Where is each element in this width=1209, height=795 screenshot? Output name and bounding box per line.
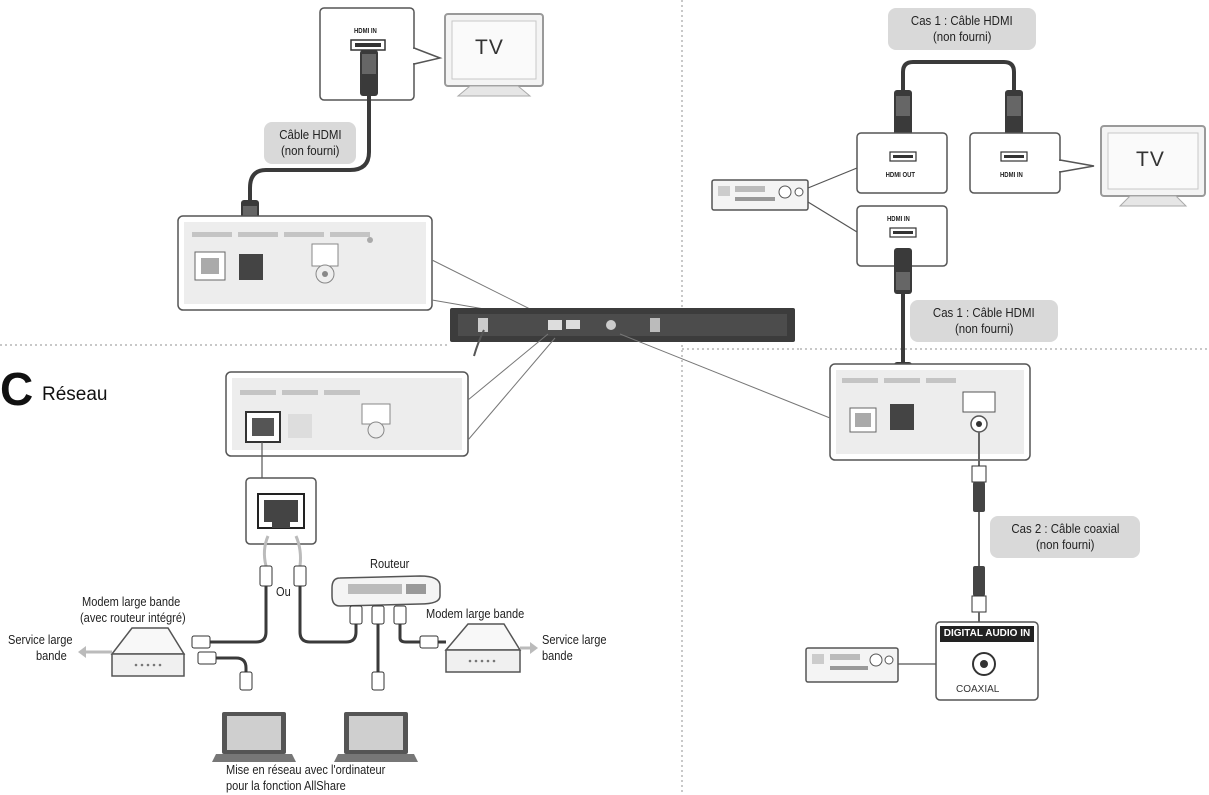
label-service-left-line2: bande [36,648,67,663]
zoom-leader-e [467,337,556,441]
section-letter: C [0,363,34,415]
laptop-left-icon [212,712,296,762]
hdmi-in-tv-callout [969,132,1095,194]
port-label-digital-audio-in: DIGITAL AUDIO IN [940,626,1034,642]
laptop-right-icon [334,712,418,762]
rj45-modem-right [419,635,439,649]
hdmi-in-callout-top [319,7,443,101]
rj45-router-3 [393,605,407,625]
bluray-player-rear [450,308,795,342]
network-cable-to-modem-router [210,586,268,644]
tv-top-left-icon [444,13,544,97]
rj45-router-2 [371,605,385,625]
hdmi-plug-case1-a [894,90,912,138]
label-pc-note-line2: pour la fonction AllShare [226,778,346,793]
port-label-hdmi-in-top: HDMI IN [354,28,377,35]
rj45-plug-a [259,565,273,587]
port-label-hdmi-in-receiver: HDMI IN [887,216,910,223]
label-service-right-line2: bande [542,648,573,663]
label-modem-router-line1: Modem large bande [82,594,181,609]
hdmi-plug-case1-b [1005,90,1023,138]
modem-router-icon [110,627,186,677]
lan-cable-a [262,535,270,567]
modem-icon [444,623,522,673]
rj45-router-1 [349,605,363,625]
label-case1-mid: Cas 1 : Câble HDMI(non fourni) [910,300,1058,342]
label-service-left-line1: Service large [8,632,73,647]
lan-cable-b [294,535,302,567]
port-label-hdmi-out: HDMI OUT [885,172,916,179]
lan-port-closeup [245,477,317,545]
hdmi-plug-receiver-in [894,248,912,294]
av-receiver-top-icon [711,179,809,211]
label-case2-coax: Cas 2 : Câble coaxial(non fourni) [990,516,1140,558]
rj45-pc-right [371,671,385,691]
section-title: Réseau [42,384,108,405]
player-panel-zoom-right [829,363,1031,461]
router-icon [331,575,441,607]
rj45-plug-b [293,565,307,587]
hdmi-cable-left [248,106,371,215]
player-panel-zoom-top [177,215,433,311]
rj45-modem-router-1 [191,635,211,649]
label-case1-top: Cas 1 : Câble HDMI(non fourni) [888,8,1036,50]
hdmi-in-receiver-callout [856,205,948,267]
rj45-modem-router-2 [197,651,217,665]
label-modem-router-line2: (avec routeur intégré) [80,610,186,625]
coax-plug-bottom [971,566,987,613]
player-panel-zoom-network [225,371,469,457]
label-or: Ou [276,584,291,599]
tv-top-right-icon [1100,125,1206,207]
cable-modem-router-to-pc [216,656,248,672]
hdmi-out-callout [856,132,948,194]
label-service-right-line1: Service large [542,632,607,647]
port-label-coaxial: COAXIAL [956,684,1000,695]
cable-router-to-modem [398,624,446,644]
label-pc-note-line1: Mise en réseau avec l'ordinateur [226,762,386,777]
rj45-pc-left [239,671,253,691]
port-label-hdmi-in-tv: HDMI IN [1000,172,1023,179]
zoom-leader-d [467,333,549,401]
tv-label-top-left: TV [475,36,504,59]
power-cord [473,329,485,357]
label-modem: Modem large bande [426,606,525,621]
hdmi-cable-case1-top [901,60,1016,100]
label-hdmi-cable-left: Câble HDMI(non fourni) [264,122,356,164]
zoom-leader-c [619,333,831,419]
coax-plug-top [971,465,987,512]
av-receiver-bottom-icon [805,647,899,683]
label-router: Routeur [370,556,410,571]
tv-label-top-right: TV [1136,148,1165,171]
network-cable-to-router [298,586,358,644]
